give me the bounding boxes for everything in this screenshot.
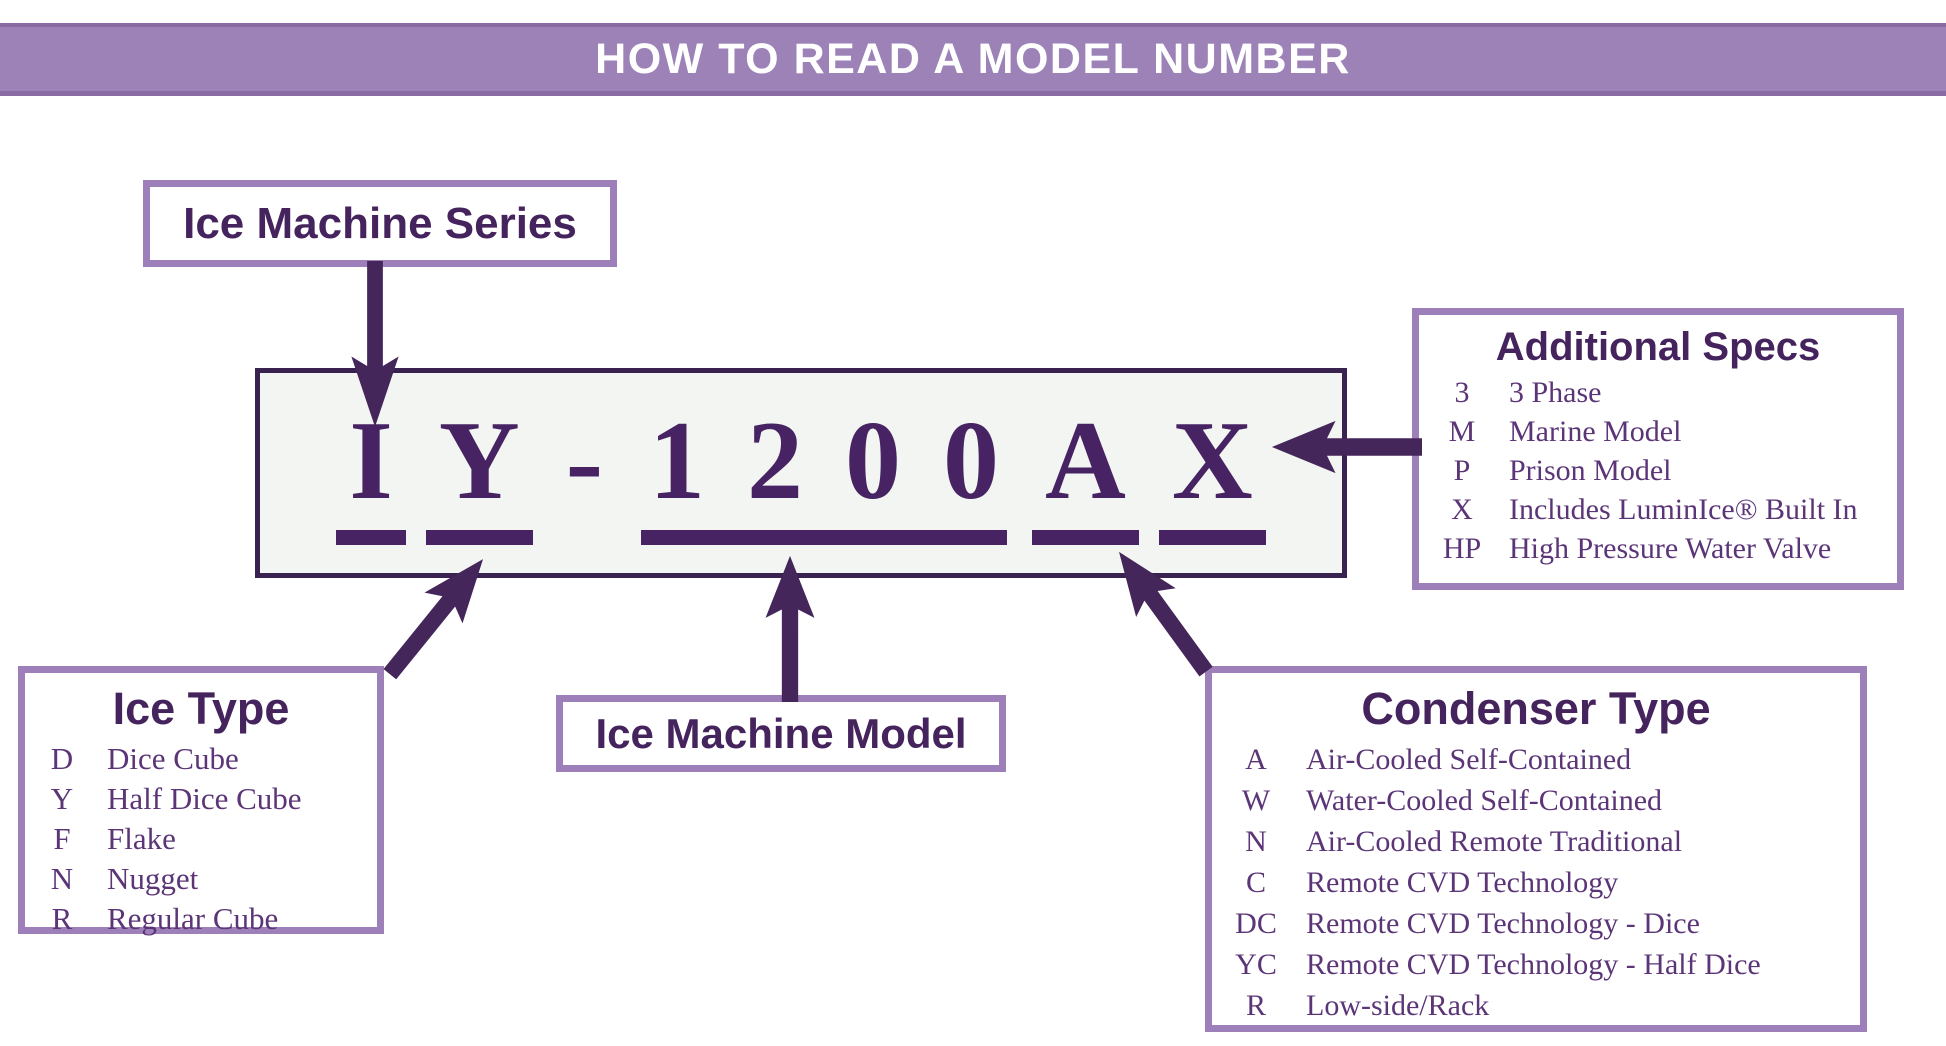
model-segment-icetype-y: Y xyxy=(425,399,533,545)
additional-specs-title: Additional Specs xyxy=(1495,325,1821,369)
model-segment-series-i: I xyxy=(336,399,406,545)
model-char: A xyxy=(1045,399,1126,523)
model-underline xyxy=(425,530,533,545)
model-underline xyxy=(641,530,1007,545)
model-segment-specs-x: X xyxy=(1158,399,1266,545)
ice-machine-series-text: Ice Machine Series xyxy=(183,198,577,248)
model-char: - xyxy=(565,399,603,523)
model-char: 1200 xyxy=(649,399,1041,523)
model-underline xyxy=(1158,530,1266,545)
model-segment-condenser-a: A xyxy=(1032,399,1139,545)
ice-machine-series-label: Ice Machine Series xyxy=(143,180,617,267)
page-title: HOW TO READ A MODEL NUMBER xyxy=(595,34,1351,83)
ice-machine-model-text: Ice Machine Model xyxy=(595,709,967,757)
model-char: I xyxy=(349,399,393,523)
model-char: X xyxy=(1171,399,1253,523)
model-segment-model-1200: 1200 xyxy=(641,405,1007,545)
model-underline xyxy=(336,530,406,545)
model-char: Y xyxy=(438,399,520,523)
model-underline xyxy=(1032,530,1139,545)
ice-type-title: Ice Type xyxy=(112,683,290,734)
model-number-box: I Y - 1200 A X xyxy=(255,368,1347,578)
condenser-type-title: Condenser Type xyxy=(1361,683,1711,734)
header-band: HOW TO READ A MODEL NUMBER xyxy=(0,23,1946,96)
ice-machine-model-label: Ice Machine Model xyxy=(556,695,1006,772)
model-segment-hyphen: - xyxy=(566,405,603,545)
